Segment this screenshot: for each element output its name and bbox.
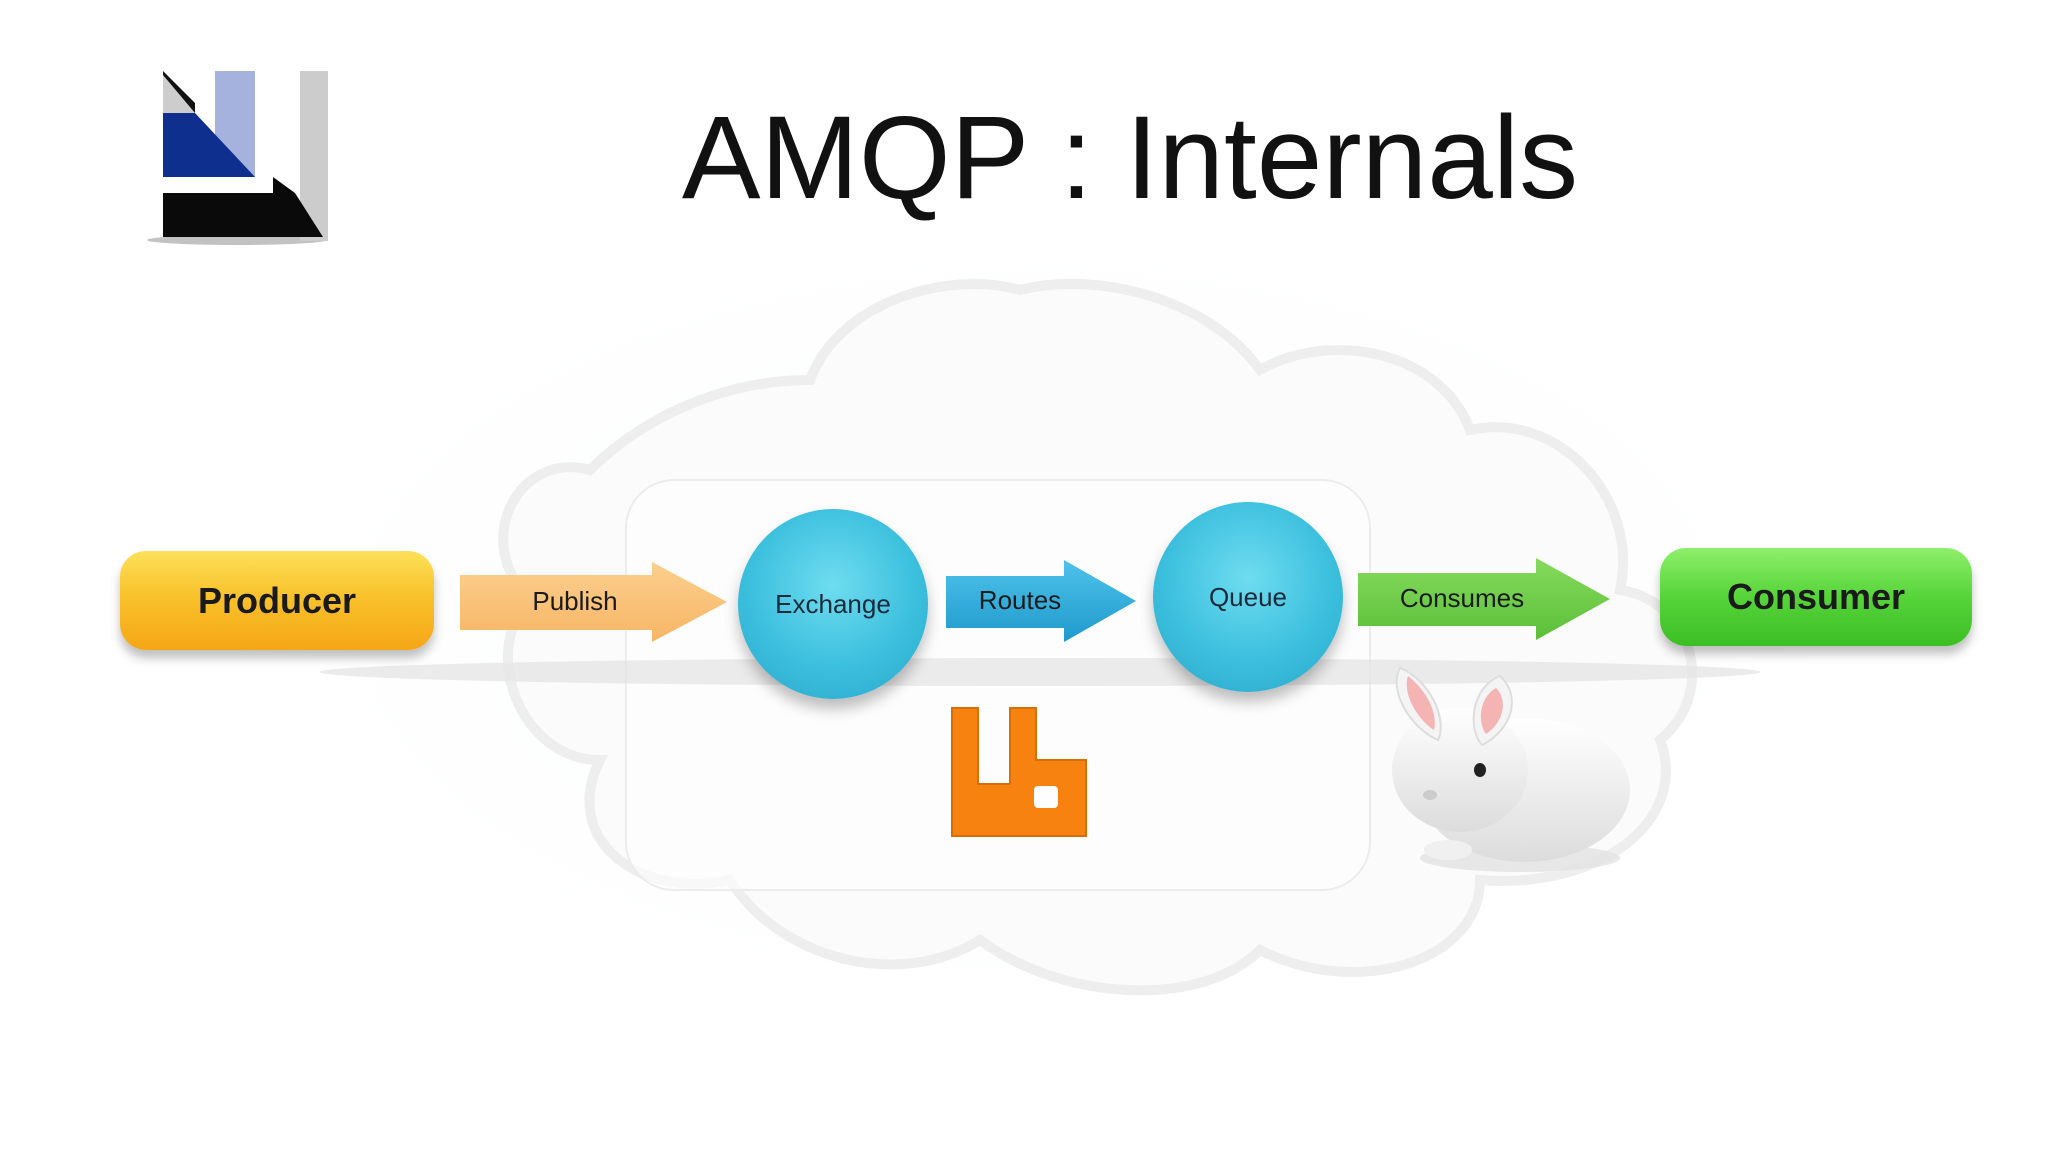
company-logo [147,71,328,245]
consumes-label: Consumes [1399,583,1525,613]
publish-label: Publish [532,586,618,616]
queue-label: Queue [1208,581,1288,612]
rabbitmq-logo-icon [951,707,1087,837]
rabbit-icon [1392,666,1630,872]
producer-node: Producer [120,551,434,650]
flow-shadow [320,658,1760,686]
exchange-node: Exchange [738,509,928,699]
routes-label: Routes [978,585,1062,615]
routes-arrow [946,560,1136,642]
consumes-arrow [1358,558,1610,640]
queue-node: Queue [1153,502,1343,692]
consumer-node: Consumer [1660,548,1972,646]
publish-arrow [460,562,727,642]
slide-title: AMQP : Internals [681,92,1579,224]
exchange-label: Exchange [775,588,891,619]
producer-label: Producer [197,579,357,621]
consumer-label: Consumer [1726,576,1906,617]
